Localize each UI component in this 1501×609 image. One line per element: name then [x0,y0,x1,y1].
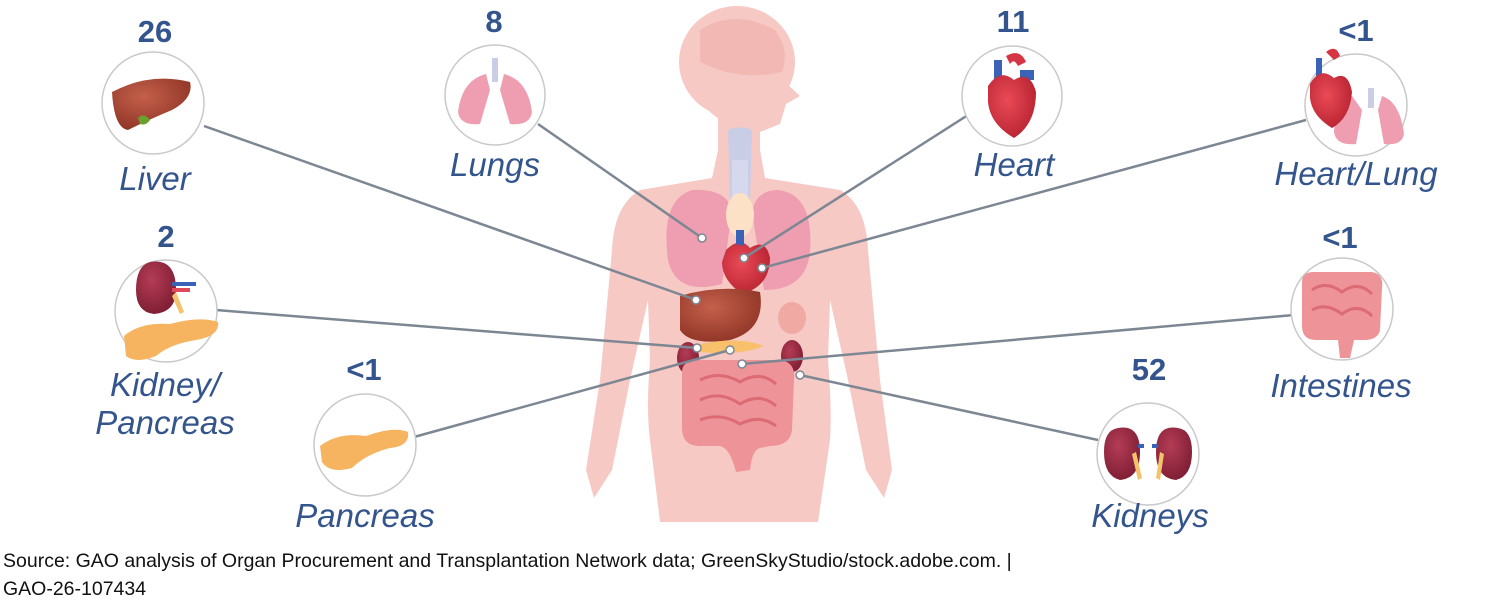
kidney-pancreas-label-line2: Pancreas [95,404,235,441]
connector-dots [691,233,805,380]
kidney-pancreas-label-line1: Kidney/ [109,366,221,403]
body-organs [666,127,811,472]
heart-lung-icon [1304,48,1408,157]
kidneys-value: 52 [1131,352,1167,387]
kidney-pancreas-icon [114,259,219,363]
pancreas-icon [313,393,417,497]
source-note: Source: GAO analysis of Organ Procuremen… [3,547,1403,603]
kidney-pancreas-value: 2 [157,219,175,254]
intestines-label: Intestines [1270,367,1412,404]
lungs-icon [444,44,546,146]
kidneys-label: Kidneys [1091,497,1209,534]
intestines-value: <1 [1322,220,1358,255]
liver-icon [101,51,205,155]
heart-lung-value: <1 [1338,13,1374,48]
liver-value: 26 [137,14,173,49]
connector-lines [203,113,1307,442]
pancreas-label: Pancreas [295,497,435,534]
lungs-label: Lungs [450,146,540,183]
intestines-icon [1290,257,1394,361]
pancreas-value: <1 [346,352,382,387]
heart-lung-label: Heart/Lung [1274,155,1438,192]
heart-icon [961,45,1063,147]
lungs-value: 8 [485,4,503,39]
source-line-2: GAO-26-107434 [3,578,147,600]
kidneys-icon [1096,402,1200,506]
liver-label: Liver [119,160,191,197]
source-line-1: Source: GAO analysis of Organ Procuremen… [3,550,1012,572]
heart-label: Heart [973,146,1055,183]
heart-value: 11 [996,4,1030,39]
